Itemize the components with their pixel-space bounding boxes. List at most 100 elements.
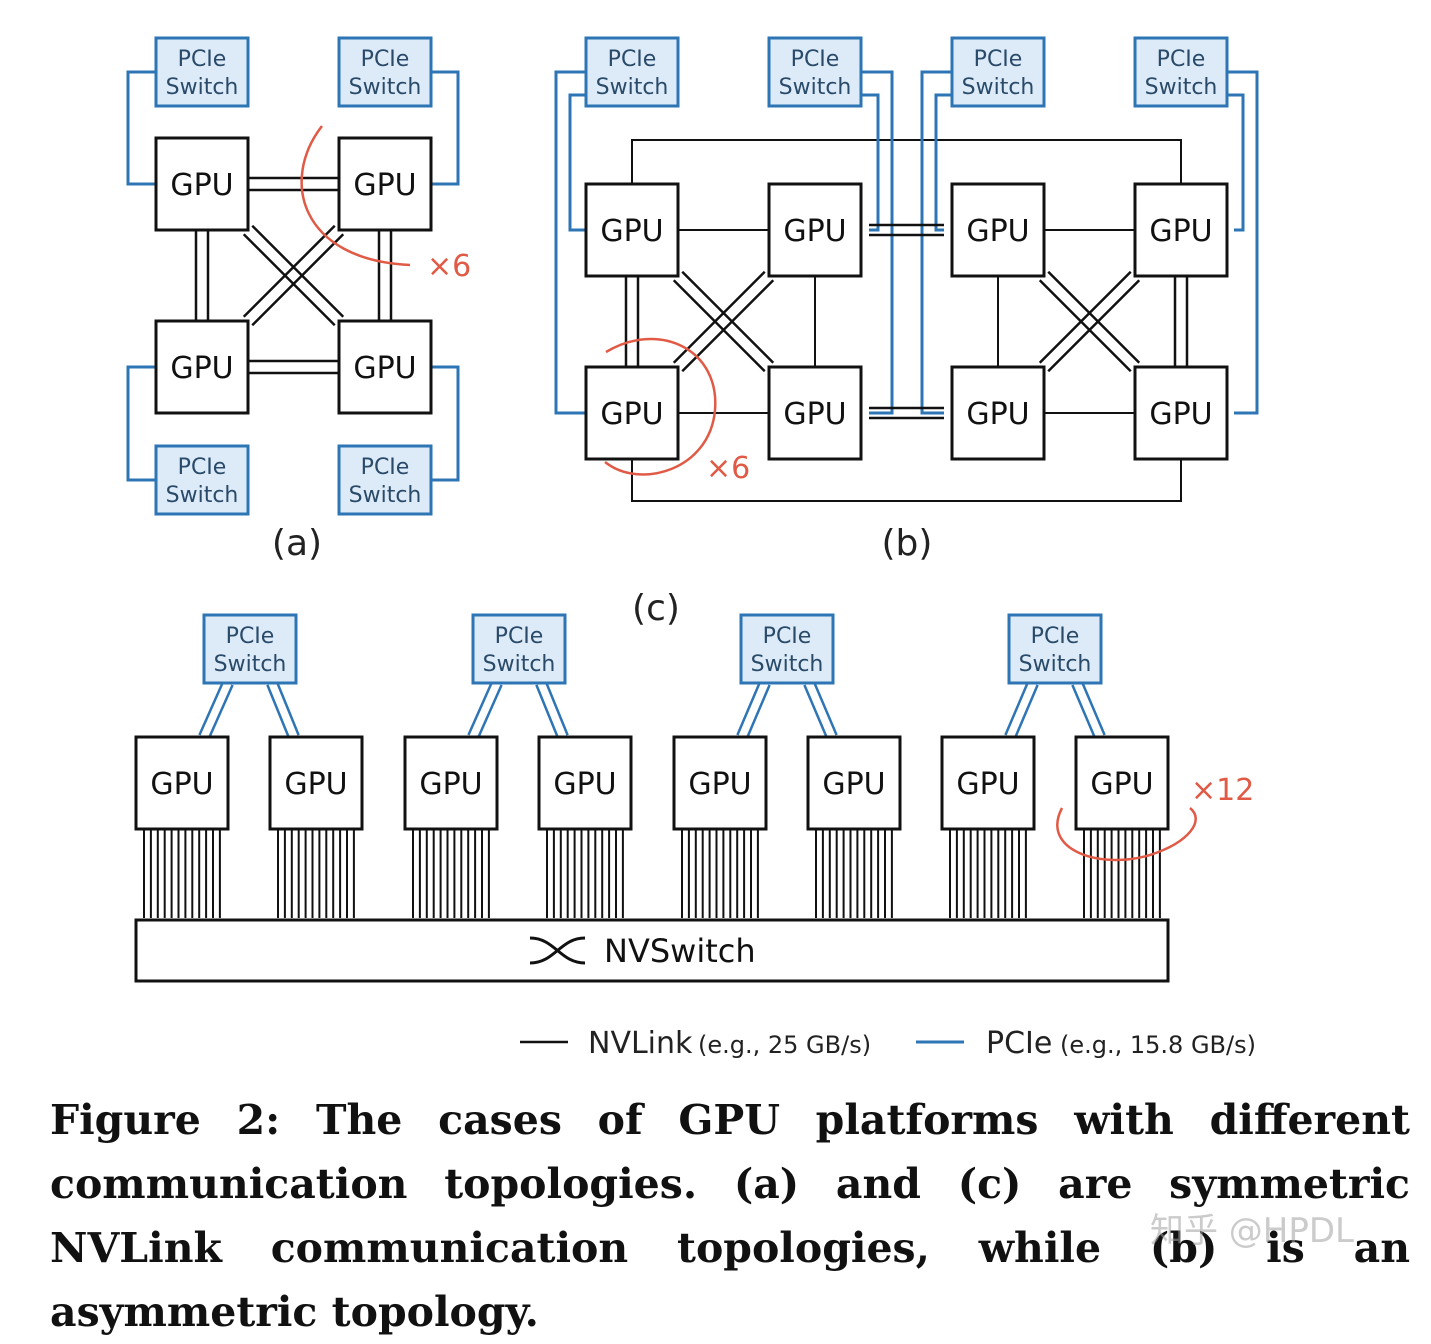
pcie-label-line1: PCIe — [226, 624, 275, 649]
gpu-label: GPU — [783, 214, 846, 249]
pcie-link — [803, 684, 829, 740]
gpu-node — [950, 365, 1046, 461]
nvlink-link — [672, 279, 766, 373]
nvswitch-icon — [529, 936, 586, 965]
gpu-label: GPU — [170, 168, 233, 203]
gpu-node — [268, 735, 364, 831]
pcie-link — [1080, 680, 1106, 736]
pcie-label-line2: Switch — [779, 75, 852, 100]
gpu-label: GPU — [150, 767, 213, 802]
nvlink-link — [1047, 270, 1141, 364]
panel-label: (c) — [632, 588, 680, 629]
gpu-label: GPU — [553, 767, 616, 802]
gpu-label: GPU — [956, 767, 1019, 802]
pcie-label-line2: Switch — [751, 652, 824, 677]
pcie-label-line2: Switch — [962, 75, 1035, 100]
pcie-switch — [154, 444, 250, 516]
pcie-link — [126, 365, 156, 482]
pcie-link — [861, 70, 894, 415]
pcie-link — [1227, 70, 1259, 415]
pcie-label-line2: Switch — [1145, 75, 1218, 100]
pcie-switch — [202, 613, 298, 685]
gpu-label: GPU — [600, 397, 663, 432]
annotation-arc — [604, 337, 717, 476]
pcie-switch — [337, 36, 433, 108]
annotation-arc — [300, 125, 411, 267]
gpu-label: GPU — [822, 767, 885, 802]
nvlink-link — [631, 139, 1182, 184]
pcie-link — [476, 684, 503, 740]
pcie-link — [745, 684, 771, 740]
gpu-node — [154, 136, 250, 232]
legend-nvlink-detail: (e.g., 25 GB/s) — [698, 1031, 871, 1059]
gpu-node — [584, 365, 680, 461]
nvlink-link — [631, 459, 1182, 502]
pcie-switch — [739, 613, 835, 685]
gpu-node — [940, 735, 1036, 831]
pcie-switch — [950, 36, 1046, 108]
nvlink-link — [1047, 279, 1141, 373]
pcie-switch — [1007, 613, 1103, 685]
pcie-switch — [584, 36, 680, 108]
gpu-node — [337, 319, 433, 415]
pcie-link — [920, 70, 952, 415]
pcie-label-line2: Switch — [483, 652, 556, 677]
pcie-label-line2: Switch — [214, 652, 287, 677]
nvlink-link — [251, 224, 345, 318]
pcie-link — [812, 680, 838, 736]
gpu-label: GPU — [1090, 767, 1153, 802]
pcie-link — [198, 680, 225, 736]
pcie-label-line2: Switch — [349, 75, 422, 100]
gpu-node — [537, 735, 633, 831]
gpu-label: GPU — [1149, 214, 1212, 249]
pcie-label-line1: PCIe — [495, 624, 544, 649]
gpu-node — [1133, 365, 1229, 461]
pcie-label-line2: Switch — [349, 483, 422, 508]
gpu-node — [337, 136, 433, 232]
gpu-label: GPU — [170, 351, 233, 386]
pcie-switch — [471, 613, 567, 685]
pcie-link — [544, 680, 569, 736]
pcie-link — [568, 93, 586, 232]
pcie-link — [431, 70, 460, 186]
pcie-link — [1071, 684, 1097, 740]
multiplier-label: ×12 — [1191, 773, 1254, 808]
nvlink-link — [1038, 279, 1132, 373]
gpu-node — [134, 735, 230, 831]
pcie-link — [535, 684, 560, 740]
gpu-node — [767, 365, 863, 461]
gpu-node — [950, 182, 1046, 278]
pcie-label-line1: PCIe — [361, 47, 410, 72]
gpu-node — [672, 735, 768, 831]
pcie-label-line1: PCIe — [1157, 47, 1206, 72]
pcie-label-line2: Switch — [166, 75, 239, 100]
pcie-link — [275, 680, 300, 736]
gpu-label: GPU — [1149, 397, 1212, 432]
nvswitch-label: NVSwitch — [604, 932, 756, 970]
gpu-label: GPU — [966, 214, 1029, 249]
annotations-layer: ×6(a)×6(b)(c)×12 — [272, 125, 1254, 862]
pcie-link — [1227, 93, 1245, 232]
pcie-link — [1004, 680, 1030, 736]
gpu-node — [154, 319, 250, 415]
pcie-label-line1: PCIe — [178, 455, 227, 480]
pcie-link — [266, 684, 291, 740]
panel-label: (b) — [882, 523, 933, 564]
gpu-label: GPU — [783, 397, 846, 432]
pcie-switch — [337, 444, 433, 516]
legend: NVLink(e.g., 25 GB/s)PCIe(e.g., 15.8 GB/… — [520, 1026, 1256, 1061]
pcie-label-line1: PCIe — [974, 47, 1023, 72]
nvlink-link — [242, 233, 336, 327]
pcie-label-line1: PCIe — [608, 47, 657, 72]
pcie-switch — [1133, 36, 1229, 108]
pcie-link — [431, 365, 460, 482]
gpu-label: GPU — [600, 214, 663, 249]
gpu-label: GPU — [353, 351, 416, 386]
gpu-label: GPU — [353, 168, 416, 203]
gpu-node — [767, 182, 863, 278]
nvlink-link — [672, 270, 766, 364]
watermark: 知乎 @HPDL — [1150, 1211, 1354, 1251]
gpu-node — [1074, 735, 1170, 831]
